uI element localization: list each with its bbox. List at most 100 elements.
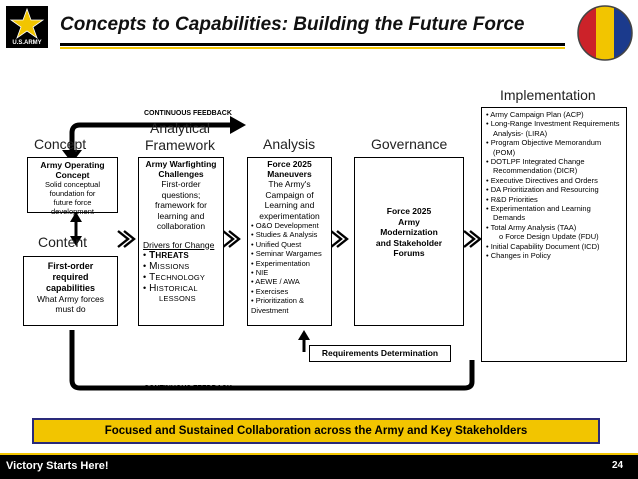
- driver-lessons: LESSONS: [159, 293, 196, 303]
- framework-body: First-order questions; framework for lea…: [143, 179, 219, 232]
- concept-body-line: Solid conceptual: [44, 180, 101, 189]
- content-body-line: What Army forces: [36, 294, 105, 304]
- concept-body-line: foundation for: [49, 189, 96, 198]
- analysis-body-line: The Army's: [268, 179, 311, 189]
- analysis-body: The Army's Campaign of Learning and expe…: [251, 179, 328, 221]
- footer-gold-stripe: [0, 453, 638, 455]
- list-item: o Force Design Update (FDU): [499, 232, 599, 242]
- analysis-body-line: experimentation: [259, 210, 320, 221]
- army-logo: U.S.ARMY: [6, 6, 48, 48]
- list-item: • Experimentation: [251, 258, 310, 268]
- governance-title-line: Army: [398, 216, 420, 227]
- governance-header: Governance: [371, 136, 448, 152]
- analysis-body-line: Learning and: [264, 200, 315, 210]
- framework-title: Army Warfighting Challenges: [143, 159, 219, 179]
- list-item: • DOTLPF Integrated Change Recommendatio…: [486, 157, 585, 176]
- governance-title-line: and Stakeholder: [375, 237, 443, 248]
- list-item: • R&D Priorities: [486, 194, 538, 204]
- framework-body-line: collaboration: [156, 221, 206, 231]
- framework-box: Army Warfighting Challenges First-order …: [138, 157, 224, 326]
- concept-header: Concept: [34, 136, 87, 152]
- concept-body-line: development: [51, 207, 94, 216]
- concept-box: Army Operating Concept Solid conceptual …: [27, 157, 118, 216]
- driver-threats: • THREATS: [143, 249, 189, 261]
- content-body: What Army forces must do: [24, 294, 117, 314]
- list-item: Divestment: [251, 305, 289, 315]
- framework-title-line: Challenges: [158, 169, 204, 179]
- analytical-framework-line2: Framework: [144, 137, 215, 153]
- drivers-list: • THREATS • MISSIONS • TECHNOLOGY • HIST…: [143, 250, 219, 304]
- feedback-label-top: CONTINUOUS FEEDBACK: [144, 110, 232, 117]
- tricolor-emblem-icon: [577, 5, 633, 61]
- content-title-line: First-order: [47, 261, 94, 271]
- driver-missions: • MISSIONS: [143, 260, 190, 272]
- analysis-body-line: Campaign of: [265, 189, 314, 200]
- analysis-title-line: Maneuvers: [267, 169, 312, 179]
- list-item: • Executive Directives and Orders: [486, 175, 598, 185]
- analysis-title: Force 2025 Maneuvers: [251, 159, 328, 179]
- governance-title-line: Force 2025: [386, 206, 432, 216]
- governance-box: Force 2025 Army Modernization and Stakeh…: [354, 157, 464, 326]
- list-item: • Total Army Analysis (TAA): [486, 222, 577, 232]
- driver-rest: ISSIONS: [157, 261, 190, 271]
- drivers-label: Drivers for Change: [143, 239, 215, 250]
- analysis-box: Force 2025 Maneuvers The Army's Campaign…: [247, 157, 332, 326]
- driver-cap: M: [149, 260, 158, 272]
- content-title-line: capabilities: [45, 283, 96, 293]
- framework-title-line: Army Warfighting: [145, 159, 217, 169]
- framework-body-line: framework for: [155, 200, 207, 210]
- footer-slogan: Victory Starts Here!: [6, 460, 109, 472]
- governance-title-line: Forums: [393, 248, 425, 258]
- implementation-box: • Army Campaign Plan (ACP) • Long-Range …: [481, 107, 627, 362]
- driver-cap: H: [149, 282, 157, 294]
- governance-title-line: Modernization: [380, 227, 438, 237]
- concept-body-line: future force: [53, 198, 92, 207]
- requirements-determination-box: Requirements Determination: [309, 345, 451, 362]
- page-number: 24: [612, 460, 624, 471]
- driver-rest: HREATS: [155, 250, 189, 260]
- framework-body-line: questions;: [161, 189, 201, 200]
- driver-technology: • TECHNOLOGY: [143, 271, 206, 283]
- analysis-title-line: Force 2025: [267, 159, 312, 169]
- title-underline: [60, 43, 565, 46]
- driver-rest: ISTORICAL: [156, 283, 198, 293]
- footer-bar: Victory Starts Here! 24: [0, 453, 638, 479]
- concept-title-line2: Concept: [55, 170, 90, 180]
- list-item: • Program Objective Memorandum (POM): [486, 138, 602, 157]
- concept-title: Army Operating Concept: [28, 160, 117, 180]
- list-item: • Experimentation and Learning Demands: [486, 204, 591, 223]
- analysis-list: • O&O Development • Studies & Analysis •…: [251, 221, 328, 315]
- analytical-framework-line1: Analytical: [150, 120, 210, 136]
- analysis-header: Analysis: [263, 136, 316, 152]
- concept-body: Solid conceptual foundation for future f…: [28, 180, 117, 216]
- list-item: • Initial Capability Document (ICD): [486, 241, 600, 251]
- army-star-icon: [9, 7, 45, 40]
- list-item: • DA Prioritization and Resourcing: [486, 185, 599, 195]
- list-item: • Prioritization &: [251, 296, 305, 306]
- framework-body-line: learning and: [157, 210, 205, 221]
- implementation-header: Implementation: [500, 87, 596, 103]
- list-item: • O&O Development: [251, 221, 319, 230]
- framework-body-line: First-order: [161, 179, 201, 189]
- driver-cap: T: [149, 249, 156, 261]
- list-item: • Exercises: [251, 286, 289, 296]
- list-item: • Unified Quest: [251, 239, 302, 249]
- list-item: • Seminar Wargames: [251, 249, 322, 259]
- list-item: • Changes in Policy: [486, 251, 551, 261]
- feedback-label-bottom: CONTINUOUS FEEDBACK: [144, 385, 232, 392]
- content-title: First-order required capabilities: [24, 261, 117, 294]
- content-body-line: must do: [55, 304, 86, 314]
- page-title: Concepts to Capabilities: Building the F…: [60, 14, 525, 35]
- collaboration-banner: Focused and Sustained Collaboration acro…: [32, 418, 600, 444]
- driver-historical: • HISTORICAL: [143, 282, 198, 294]
- content-title-line: required: [52, 272, 89, 282]
- driver-rest: ECHNOLOGY: [155, 272, 206, 282]
- analytical-framework-header: Analytical Framework: [140, 120, 220, 154]
- implementation-list: • Army Campaign Plan (ACP) • Long-Range …: [485, 110, 623, 261]
- driver-cap: T: [149, 271, 156, 283]
- content-header: Content: [38, 234, 88, 250]
- list-item: • Army Campaign Plan (ACP): [486, 110, 584, 119]
- content-box: First-order required capabilities What A…: [23, 256, 118, 326]
- title-underline-gold: [60, 47, 565, 49]
